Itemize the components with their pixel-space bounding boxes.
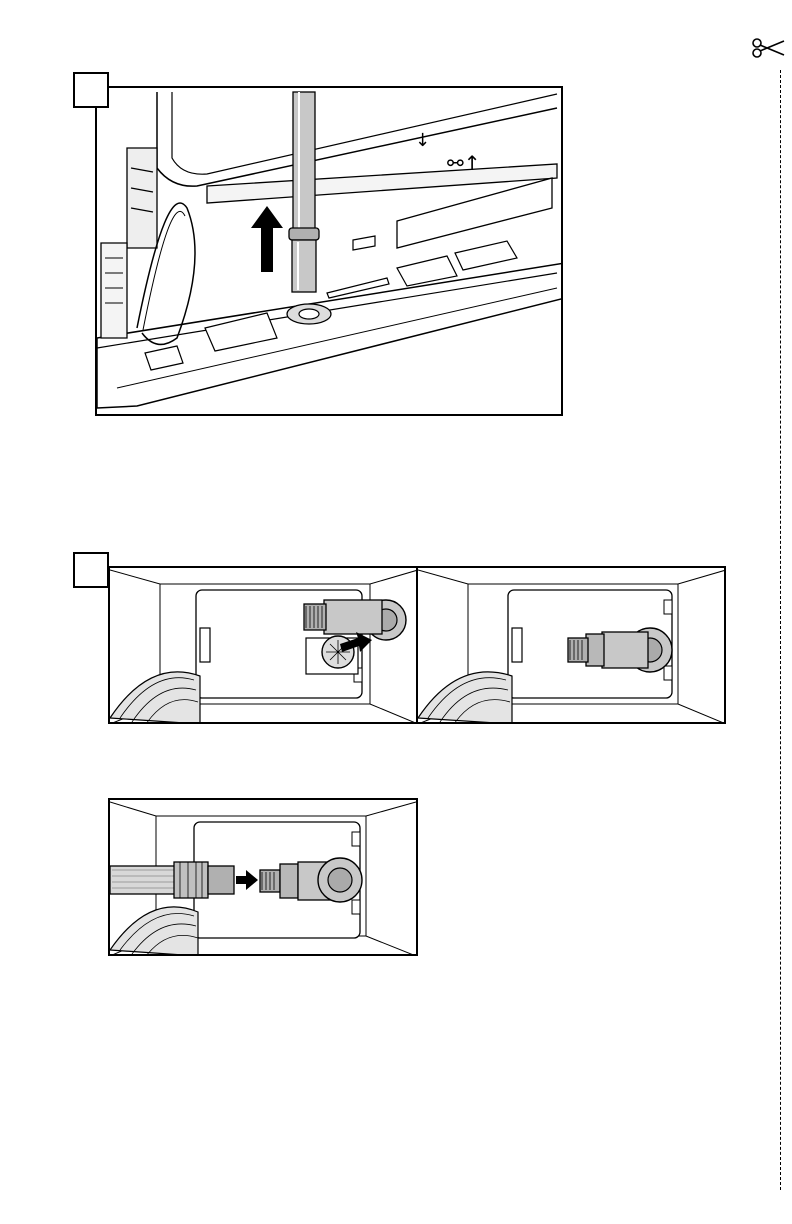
cut-line <box>780 70 781 1190</box>
hose-release-illustration: ↓ ⚯↑ <box>95 86 563 416</box>
scissors-icon <box>752 36 786 60</box>
step-2-marker <box>73 552 109 588</box>
svg-text:⚯↑: ⚯↑ <box>447 151 481 175</box>
elbow-fitting-illustration <box>416 566 726 724</box>
step-1-marker <box>73 72 109 108</box>
filter-removal-illustration <box>108 566 418 724</box>
hose-connection-illustration <box>108 798 418 956</box>
svg-text:↓: ↓ <box>415 130 430 151</box>
